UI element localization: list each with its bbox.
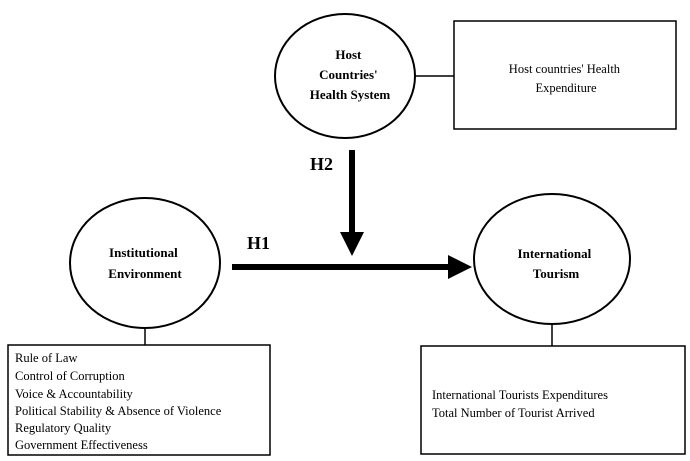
institutional-line-1: Institutional [109,245,178,260]
health-expenditure-label: Host countries' Health Expenditure [509,62,623,95]
tourism-line-1: International [518,246,592,261]
indicator-political-stability: Political Stability & Absence of Violenc… [15,404,222,418]
health-system-line-2: Countries' [319,67,378,82]
indicator-rule-of-law: Rule of Law [15,351,77,365]
health-system-line-1: Host [335,47,362,62]
health-expenditure-box [453,20,677,130]
indicator-government-effectiveness: Government Effectiveness [15,438,148,452]
institutional-indicators-list: Rule of Law Control of Corruption Voice … [15,351,224,452]
health-system-line-3: Health System [310,87,391,102]
tourism-line-2: Tourism [533,266,580,281]
institutional-indicators-box [7,344,271,456]
tourism-indicators-box [420,345,686,455]
institutional-line-2: Environment [108,266,182,281]
health-expenditure-line-1: Host countries' Health [509,62,621,76]
institutional-label: Institutional Environment [108,245,182,281]
h1-label: H1 [247,233,270,253]
health-expenditure-line-2: Expenditure [535,81,597,95]
indicator-voice-accountability: Voice & Accountability [15,387,134,401]
tourism-label: International Tourism [518,246,595,281]
h2-label: H2 [310,154,333,174]
institutional-node [69,197,221,329]
indicator-tourist-expenditures: International Tourists Expenditures [432,388,608,402]
health-system-label: Host Countries' Health System [310,47,391,102]
indicator-control-of-corruption: Control of Corruption [15,369,125,383]
indicator-regulatory-quality: Regulatory Quality [15,421,112,435]
indicator-tourist-arrivals: Total Number of Tourist Arrived [432,406,595,420]
tourism-indicators-list: International Tourists Expenditures Tota… [432,388,611,420]
